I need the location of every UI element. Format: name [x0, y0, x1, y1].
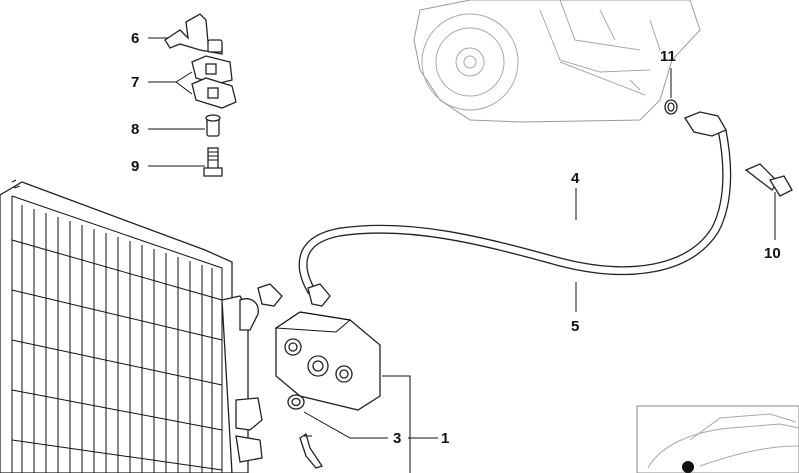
sleeve-part-8	[205, 114, 221, 137]
callout-4: 4	[571, 170, 580, 187]
callout-10: 10	[764, 245, 781, 262]
bolt-part-9	[203, 147, 223, 177]
callout-5: 5	[571, 318, 579, 335]
callout-labels: 6 7 8 9 11 4 10 5 3 1	[131, 30, 781, 447]
bracket-part-6	[164, 13, 223, 55]
callout-7: 7	[131, 74, 139, 91]
callout-8: 8	[131, 121, 139, 138]
radiator-fins	[11, 205, 223, 473]
leader-lines	[148, 37, 776, 473]
transmission-housing	[413, 0, 701, 123]
vehicle-thumbnail	[636, 405, 799, 473]
clamp-part-7	[191, 55, 237, 109]
mounting-clip	[299, 432, 324, 469]
callout-9: 9	[131, 158, 139, 175]
oil-cooler	[274, 311, 381, 411]
oil-cooler-lines	[244, 111, 732, 307]
callout-3: 3	[393, 430, 401, 447]
callout-1: 1	[441, 430, 449, 447]
bolt-part-10	[744, 163, 793, 197]
callout-11: 11	[660, 48, 676, 65]
callout-6: 6	[131, 30, 139, 47]
seal-ring-part-11	[664, 99, 678, 115]
radiator	[0, 179, 263, 473]
